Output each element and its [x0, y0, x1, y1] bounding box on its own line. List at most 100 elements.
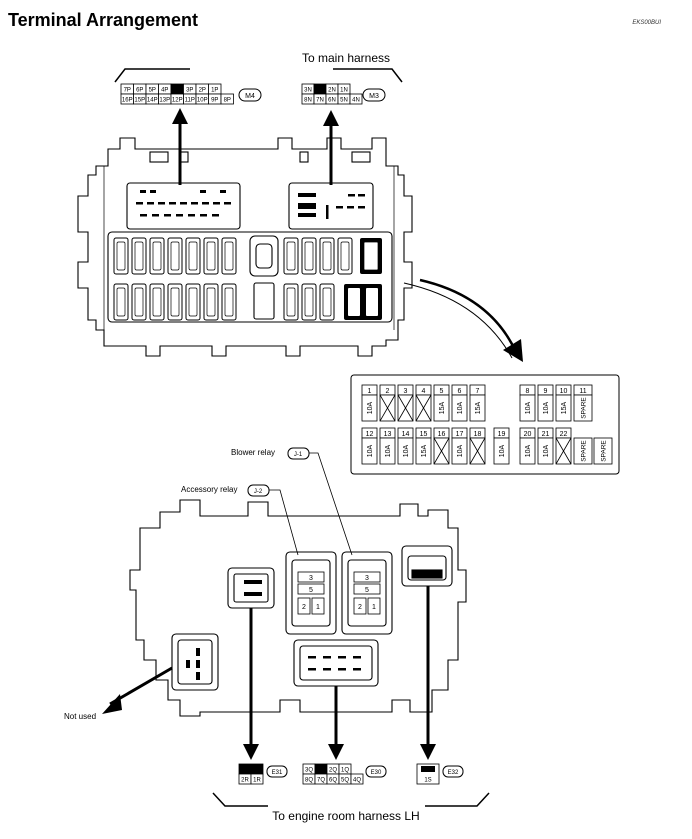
- e30-terminal: 6Q: [329, 778, 337, 784]
- relay-pin-label: 3: [365, 575, 369, 582]
- m4-terminal: 8P: [224, 98, 231, 104]
- fuse-rating: 10A: [367, 401, 374, 414]
- fuse-rating-cell: [433, 394, 450, 422]
- fuse-slot-inner: [340, 241, 350, 271]
- fuse-slot-inner: [322, 241, 332, 271]
- m4-pin: [212, 214, 219, 217]
- fuse-rating: 15A: [475, 401, 482, 414]
- connector-e31-id: E31: [272, 770, 283, 776]
- fuse-slot: [319, 237, 335, 275]
- fuse-number: 4: [422, 388, 426, 395]
- m4-pin: [188, 214, 195, 217]
- m4-pin: [150, 190, 156, 193]
- fuse-slot: [167, 237, 183, 275]
- fuse-number: 22: [560, 431, 568, 438]
- m4-cell: [220, 93, 234, 105]
- connector-m4-id: M4: [245, 93, 255, 100]
- fuse-number: 13: [384, 431, 392, 438]
- to-engine-room-harness-caption: To engine room harness LH: [272, 809, 420, 823]
- connector-e30-id-badge: E30: [365, 765, 387, 778]
- fuse-slot-inner: [224, 241, 234, 271]
- arrow-to-not-used: [102, 666, 173, 714]
- m3-terminal: 4N: [352, 98, 360, 104]
- fuse-empty-mark: [555, 437, 572, 465]
- fuse-slot: [167, 283, 183, 321]
- connector-m3-id: M3: [369, 93, 379, 100]
- fuse-number: 14: [402, 431, 410, 438]
- bottom-caption-bracket: [212, 792, 490, 807]
- fuse-slot: [319, 283, 335, 321]
- connector-m4-id-badge: M4: [238, 88, 262, 102]
- e30-socket-pins: [308, 656, 361, 671]
- fuse-slot-inner: [304, 287, 314, 317]
- fuse-rating-cell: [361, 394, 378, 422]
- relay-pin-box: [297, 597, 311, 615]
- e30-terminal: 4Q: [353, 778, 361, 784]
- m3-terminal: 5N: [340, 98, 348, 104]
- m4-terminal: 11P: [185, 98, 195, 104]
- e30-pin: [323, 668, 331, 671]
- figure-code: EKS00BUI: [632, 20, 661, 26]
- fuse-slot: [185, 237, 201, 275]
- fuse-slot: [185, 283, 201, 321]
- m4-pin: [202, 202, 209, 205]
- relay-pin-label: 1: [372, 604, 376, 611]
- e30-cell: [350, 773, 364, 785]
- fuse-slot: [203, 237, 219, 275]
- fuse-number: 3: [404, 388, 408, 395]
- m4-pin: [147, 202, 154, 205]
- fuse-slot: [149, 237, 165, 275]
- fuse-slot-inner: [116, 287, 126, 317]
- fuse-slot: [221, 283, 237, 321]
- m3-pin: [298, 193, 316, 197]
- fuse-number: 21: [542, 431, 550, 438]
- fuse-rating-cell: [451, 394, 468, 422]
- fuse-rating-cell: [469, 394, 486, 422]
- fuse-slot: [301, 283, 317, 321]
- relay-pin-box: [297, 583, 325, 595]
- arrow-to-m3: [323, 110, 339, 185]
- m4-pin: [191, 202, 198, 205]
- not-used-label: Not used: [64, 712, 97, 721]
- fuse-rating: 10A: [457, 444, 464, 457]
- fuse-slot-inner: [116, 241, 126, 271]
- fuse-rating-cell: [573, 394, 593, 422]
- fuse-slot: [283, 283, 299, 321]
- fuse-rating: 10A: [499, 444, 506, 457]
- fuse-slot: [283, 237, 299, 275]
- m4-pin: [176, 214, 183, 217]
- fuse-rating: 10A: [525, 444, 532, 457]
- fuse-number: 1: [368, 388, 372, 395]
- fuse-rating-cell: [415, 437, 432, 465]
- fuse-number: 5: [440, 388, 444, 395]
- m3-pin: [298, 203, 316, 209]
- e30-cell: [314, 763, 328, 775]
- fuse-slot: [113, 237, 129, 275]
- m4-terminal: 5P: [149, 88, 156, 94]
- connector-m3-id-badge: M3: [362, 88, 386, 102]
- relay-pin-label: 3: [309, 575, 313, 582]
- fuse-slot: [221, 237, 237, 275]
- m4-terminal: 16P: [122, 98, 133, 104]
- relay-pin-label: 5: [365, 587, 369, 594]
- blower-relay-label: Blower relay: [231, 448, 276, 457]
- m3-pin: [347, 206, 354, 209]
- fuse-empty-mark: [469, 437, 486, 465]
- fuse-slot: [337, 237, 353, 275]
- m3-pin: [336, 206, 343, 209]
- e30-pin: [308, 656, 316, 659]
- m3-cell: [349, 93, 363, 105]
- m4-terminal: 6P: [136, 88, 143, 94]
- fuse-rating: 15A: [421, 444, 428, 457]
- m3-terminal: 1N: [340, 88, 348, 94]
- fuse-slot-inner: [134, 241, 144, 271]
- not-used-socket-pins: [186, 648, 200, 680]
- fuse-empty-mark: [415, 394, 432, 422]
- fuse-empty-mark: [397, 394, 414, 422]
- e30-pin: [353, 668, 361, 671]
- m4-pin: [169, 202, 176, 205]
